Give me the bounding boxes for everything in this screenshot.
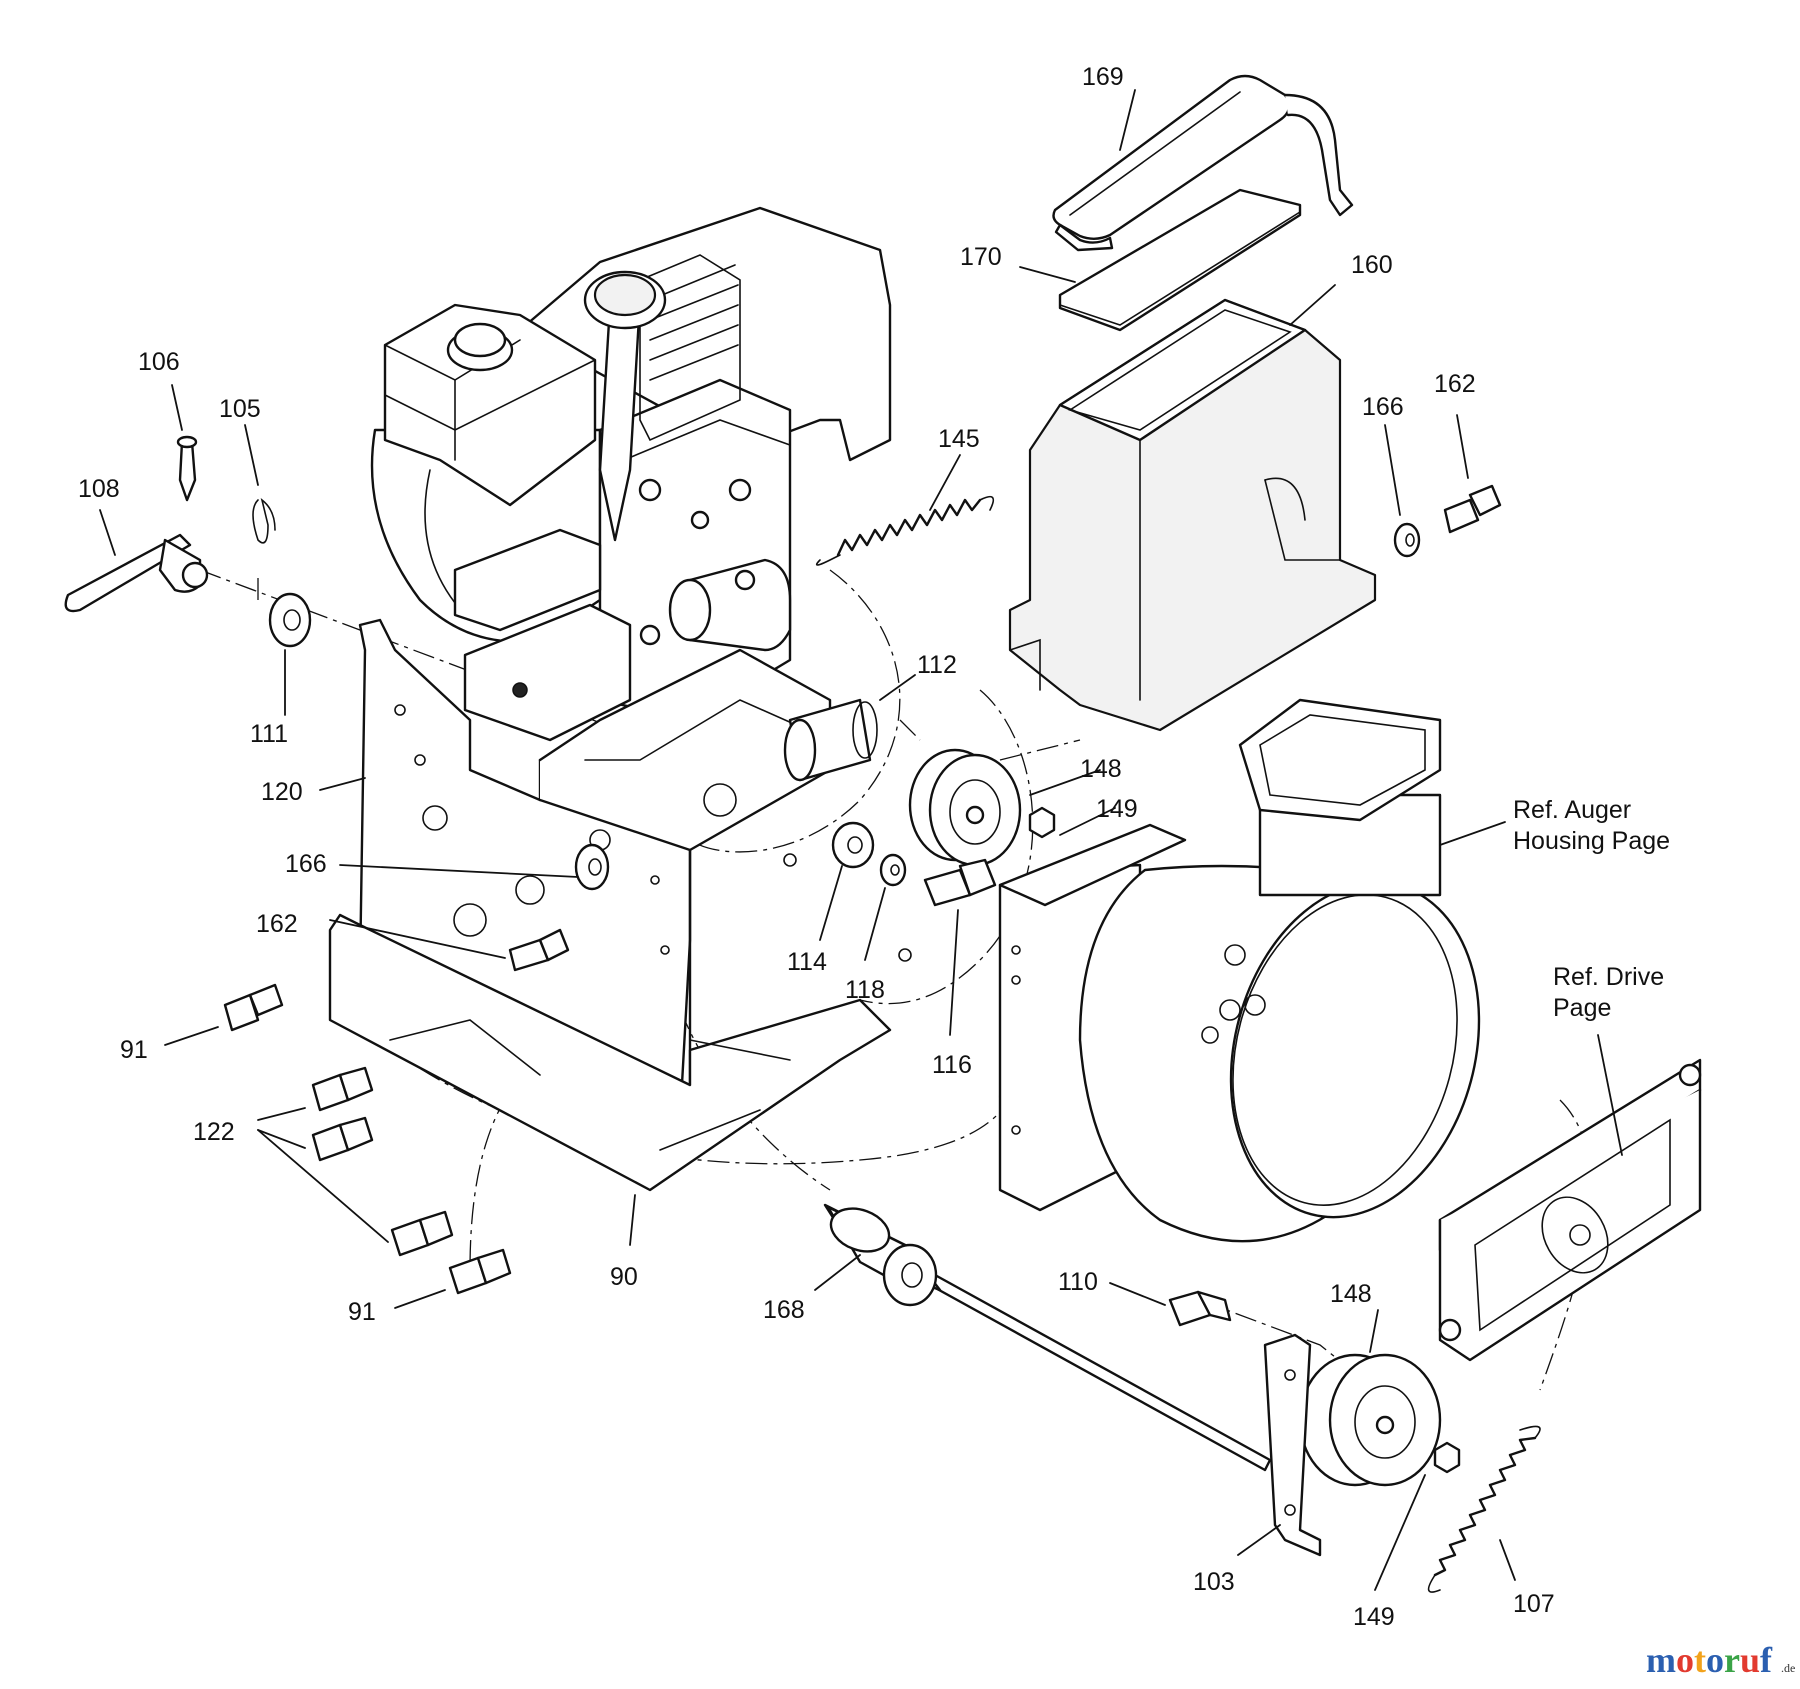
callout-168: 168 xyxy=(763,1296,805,1324)
washer-166-right xyxy=(1393,522,1421,558)
bolt-122-a xyxy=(311,1066,374,1112)
callout-162: 162 xyxy=(1434,370,1476,398)
cover-169 xyxy=(1052,74,1354,252)
bolt-162-left xyxy=(508,928,570,972)
ref-auger-line1: Ref. Auger xyxy=(1513,796,1631,824)
callout-122: 122 xyxy=(193,1118,235,1146)
ref-auger-line2: Housing Page xyxy=(1513,827,1670,855)
leader-lines xyxy=(99,89,1623,1591)
ref-drive-line1: Ref. Drive xyxy=(1553,963,1664,991)
callout-90: 90 xyxy=(610,1263,638,1291)
engine-assembly xyxy=(370,206,892,751)
callout-108: 108 xyxy=(78,475,120,503)
link-108 xyxy=(64,533,209,613)
callout-114: 114 xyxy=(787,948,827,976)
spring-107 xyxy=(1427,1425,1541,1593)
spring-145 xyxy=(815,495,995,566)
wm-letter-4: o xyxy=(1706,1640,1724,1680)
callout-107: 107 xyxy=(1513,1590,1555,1618)
auger-housing xyxy=(998,698,1481,1243)
bolt-116 xyxy=(923,858,997,907)
cooling-fins xyxy=(639,254,741,442)
bracket-103 xyxy=(1263,1333,1322,1557)
washer-118 xyxy=(879,853,907,887)
washer-166-left xyxy=(574,843,610,891)
bolt-91-lower xyxy=(448,1248,512,1295)
washer-111 xyxy=(268,592,312,648)
hair-pin-105 xyxy=(252,497,276,544)
reference-notes: Ref. Auger Housing Page Ref. Drive Page xyxy=(1513,796,1670,1022)
callout-91-lower: 91 xyxy=(348,1298,376,1326)
shaft-112 xyxy=(783,698,878,782)
wm-letter-2: o xyxy=(1676,1640,1694,1680)
callout-148-bottom: 148 xyxy=(1330,1280,1372,1308)
bushing-114 xyxy=(831,821,875,869)
callout-148: 148 xyxy=(1080,755,1122,783)
bolt-122-c xyxy=(390,1210,454,1257)
callout-112: 112 xyxy=(917,651,957,679)
drive-bracket xyxy=(1438,1058,1702,1362)
callout-103: 103 xyxy=(1193,1568,1235,1596)
callout-170: 170 xyxy=(960,243,1002,271)
wm-letter-1: m xyxy=(1646,1640,1676,1680)
callout-110: 110 xyxy=(1058,1268,1098,1296)
clevis-pin-106 xyxy=(176,435,198,502)
callout-166-left: 166 xyxy=(285,850,327,878)
callout-116: 116 xyxy=(932,1051,972,1079)
shroud-160 xyxy=(1008,298,1377,732)
base-90 xyxy=(328,913,892,1192)
callout-166: 166 xyxy=(1362,393,1404,421)
callout-111: 111 xyxy=(250,720,288,748)
ref-drive-line2: Page xyxy=(1553,994,1611,1022)
nut-149-bottom xyxy=(1433,1441,1461,1474)
watermark-suffix: .de xyxy=(1781,1661,1795,1675)
spacer-168 xyxy=(823,1203,942,1307)
bolt-162-right xyxy=(1443,484,1502,534)
callout-149: 149 xyxy=(1096,795,1138,823)
filter-170 xyxy=(1058,188,1302,332)
bolt-122-b xyxy=(311,1116,374,1162)
wm-letter-3: t xyxy=(1694,1640,1706,1680)
wm-letter-6: u xyxy=(1740,1640,1760,1680)
callout-169: 169 xyxy=(1082,63,1124,91)
nut-149-top xyxy=(1028,806,1056,839)
callout-149-bottom: 149 xyxy=(1353,1603,1395,1631)
callouts: 169 170 160 166 162 106 105 108 145 112 … xyxy=(78,63,1555,1631)
watermark-text: motoruf xyxy=(1646,1640,1773,1680)
callout-91-upper: 91 xyxy=(120,1036,148,1064)
bolt-110 xyxy=(1168,1290,1232,1327)
callout-106: 106 xyxy=(138,348,180,376)
callout-145: 145 xyxy=(938,425,980,453)
wm-letter-7: f xyxy=(1760,1640,1773,1680)
callout-118: 118 xyxy=(845,976,885,1004)
callout-120: 120 xyxy=(261,778,303,806)
pulley-148-top xyxy=(908,748,1022,867)
watermark-logo: motoruf .de xyxy=(1646,1640,1795,1680)
pulley-148-bottom xyxy=(1298,1353,1442,1487)
callout-105: 105 xyxy=(219,395,261,423)
bolt-91-upper xyxy=(223,983,284,1032)
wm-letter-5: r xyxy=(1724,1640,1740,1680)
callout-162-left: 162 xyxy=(256,910,298,938)
callout-160: 160 xyxy=(1351,251,1393,279)
